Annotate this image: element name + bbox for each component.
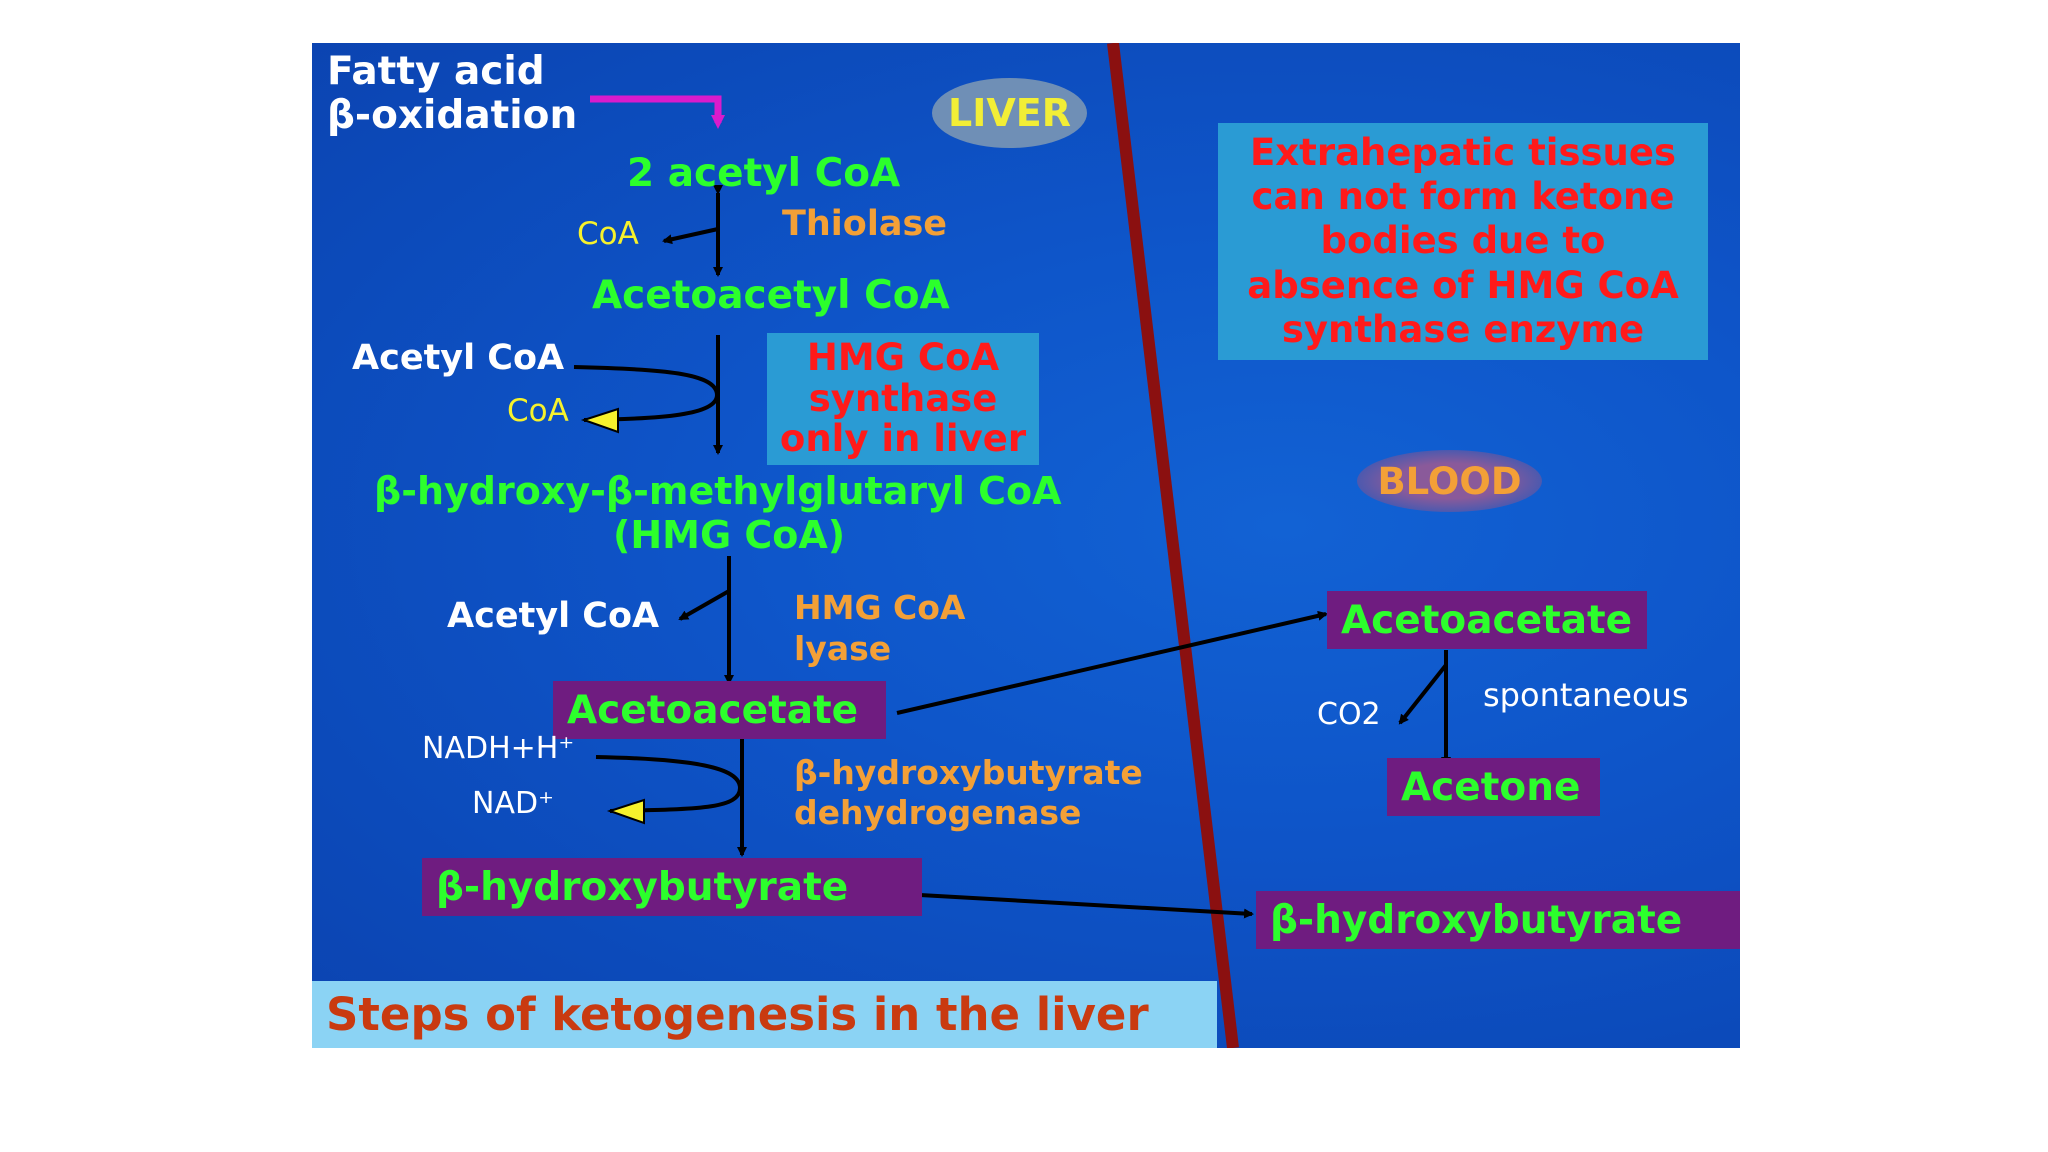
liver-label: LIVER xyxy=(932,78,1087,148)
acetyl-coa-out-arrow xyxy=(678,589,730,621)
co2-product: CO2 xyxy=(1317,697,1381,732)
hydroxybutyrate-transport-arrow xyxy=(919,893,1254,919)
spontaneous-label: spontaneous xyxy=(1483,676,1689,714)
slide-caption: Steps of ketogenesis in the liver xyxy=(312,981,1217,1048)
acetyl-coa-product: Acetyl CoA xyxy=(447,596,660,636)
coa-release-arrow xyxy=(662,227,719,245)
ketogenesis-slide: Fatty acid β-oxidation LIVER BLOOD 2 ace… xyxy=(312,43,1740,1048)
extrahepatic-note-box: Extrahepatic tissues can not form ketone… xyxy=(1218,123,1708,360)
note-line3: bodies due to xyxy=(1320,219,1606,263)
dehydrogenase-line2: dehydrogenase xyxy=(794,793,1082,832)
acetone-blood: Acetone xyxy=(1387,758,1600,816)
coa-product-2: CoA xyxy=(507,393,569,429)
hmg-synthase-box: HMG CoA synthase only in liver xyxy=(767,333,1039,465)
nad-yellow-arrowhead xyxy=(606,798,645,825)
hmg-synthase-line1: HMG CoA xyxy=(806,335,1000,379)
source-line1: Fatty acid xyxy=(327,49,545,94)
note-line5: synthase enzyme xyxy=(1281,308,1645,352)
two-acetyl-coa: 2 acetyl CoA xyxy=(627,151,901,196)
dehydrogenase-line1: β-hydroxybutyrate xyxy=(794,753,1143,792)
hmg-synthase-line3: only in liver xyxy=(779,417,1027,461)
hydroxybutyrate-blood: β-hydroxybutyrate xyxy=(1256,891,1740,949)
liver-blood-divider xyxy=(1107,43,1239,1048)
hydroxybutyrate-liver: β-hydroxybutyrate xyxy=(422,858,922,916)
blood-label: BLOOD xyxy=(1357,450,1542,512)
entry-arrow xyxy=(590,95,725,129)
pathway-arrows xyxy=(573,43,1451,1048)
hmg-coa-name: β-hydroxy-β-methylglutaryl CoA xyxy=(374,469,1062,513)
nadh-curve xyxy=(595,755,743,813)
source-line2: β-oxidation xyxy=(327,93,578,138)
note-line2: can not form ketone xyxy=(1251,174,1675,218)
acetoacetate-transport-arrow xyxy=(896,610,1328,715)
co2-release-arrow xyxy=(1398,663,1448,725)
acetoacetate-liver: Acetoacetate xyxy=(553,681,886,739)
acetoacetate-blood: Acetoacetate xyxy=(1327,591,1647,649)
hmg-lyase-line2: lyase xyxy=(794,629,892,668)
acetyl-coa-substrate: Acetyl CoA xyxy=(352,338,565,378)
note-line1: Extrahepatic tissues xyxy=(1250,130,1676,174)
hmg-coa-abbrev: (HMG CoA) xyxy=(613,513,846,557)
hmg-lyase-line1: HMG CoA xyxy=(794,588,966,627)
coa-yellow-arrowhead xyxy=(580,407,619,434)
note-line4: absence of HMG CoA xyxy=(1247,263,1679,307)
nad-cofactor: NAD⁺ xyxy=(472,786,554,821)
acetoacetyl-coa: Acetoacetyl CoA xyxy=(592,273,950,318)
coa-product-1: CoA xyxy=(577,216,639,252)
acetyl-coa-in-curve xyxy=(573,365,720,422)
hmg-synthase-line2: synthase xyxy=(808,376,998,420)
thiolase-enzyme: Thiolase xyxy=(782,204,948,244)
nadh-cofactor: NADH+H⁺ xyxy=(422,731,575,766)
